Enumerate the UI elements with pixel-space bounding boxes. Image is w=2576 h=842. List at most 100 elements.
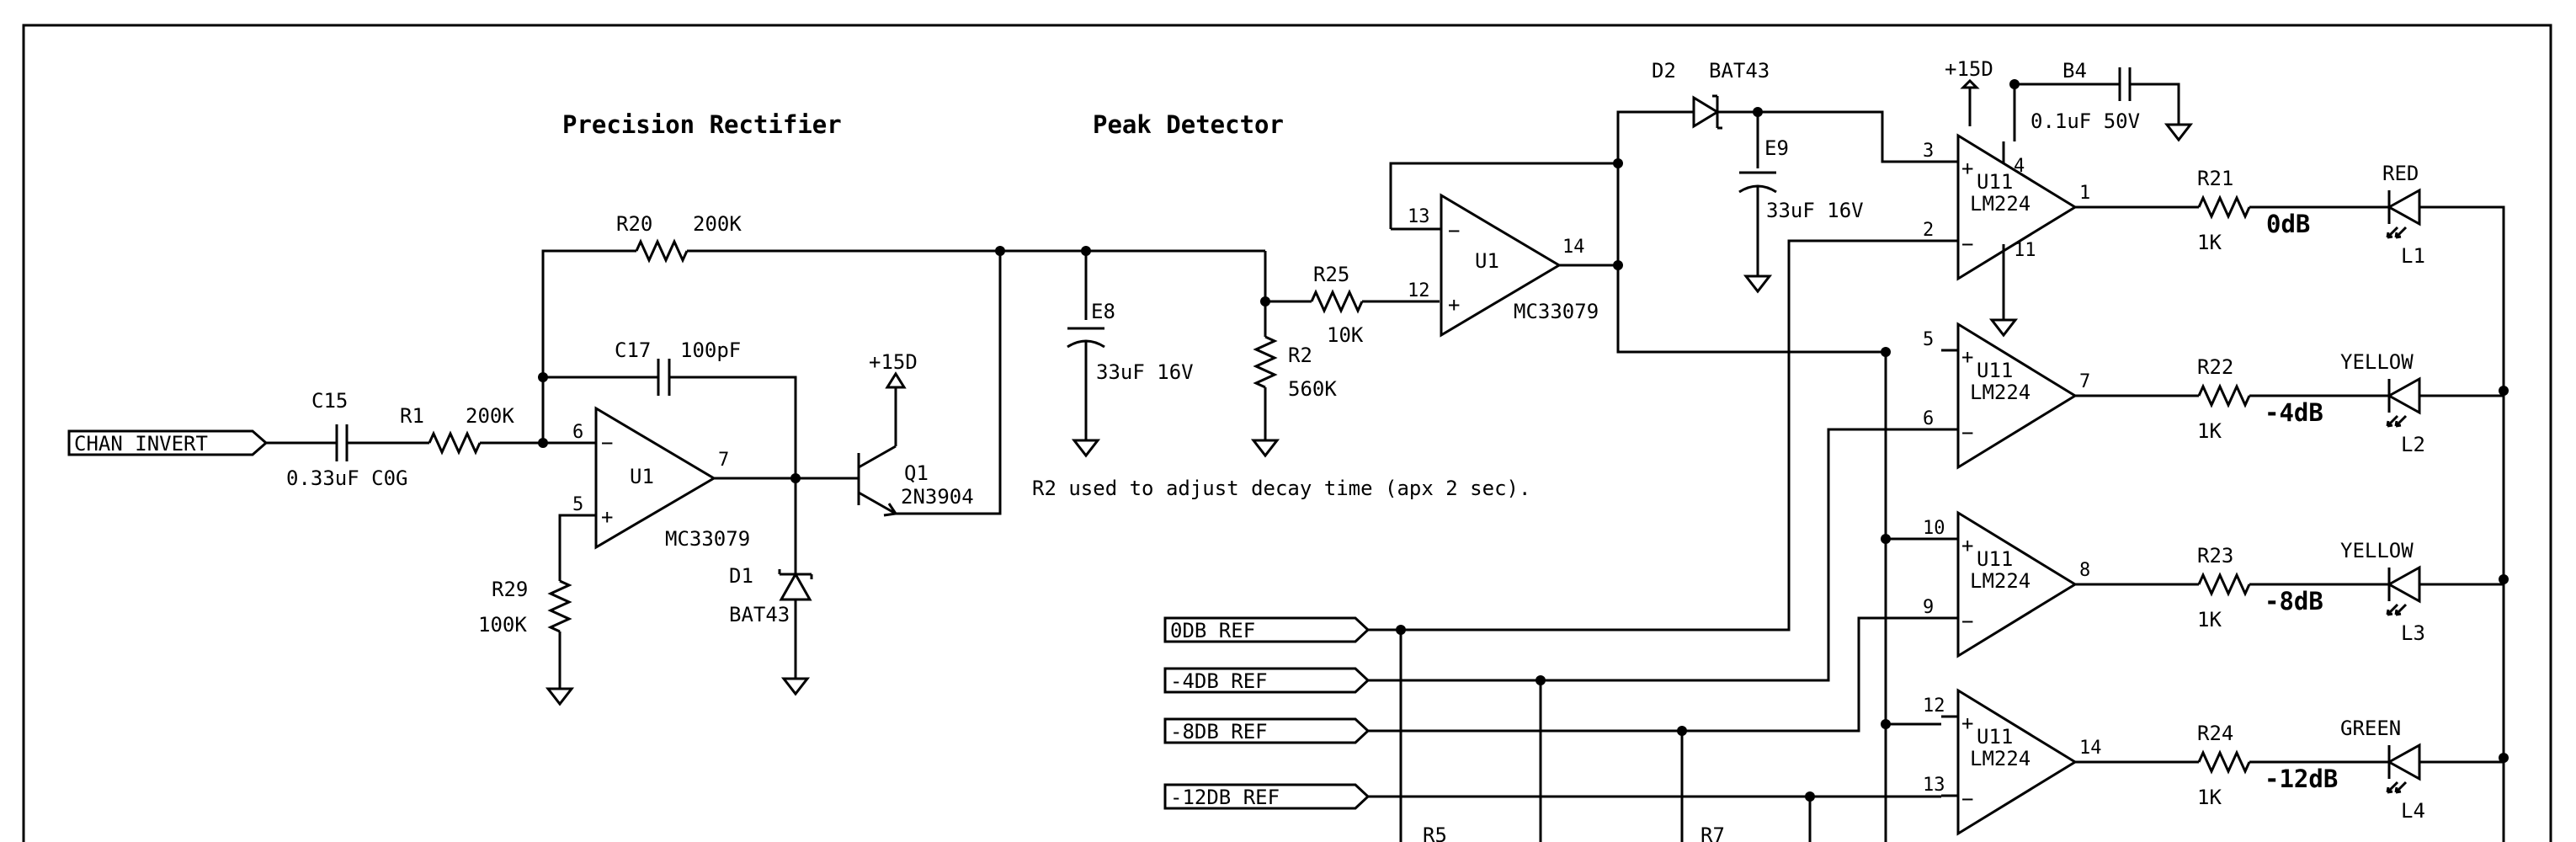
capacitor-e8: E8 33uF 16V (1067, 300, 1194, 384)
resistor-ref: R24 (2197, 722, 2233, 745)
resistor-value: 1K (2197, 419, 2222, 443)
u11-pin-gnd: 11 (2014, 240, 2036, 261)
r1-ref: R1 (400, 404, 424, 428)
u11-pin-wires (1941, 349, 2199, 431)
opamp-u1a: − + 6 5 7 U1 MC33079 (572, 406, 859, 551)
b4-value: 0.1uF 50V (2030, 109, 2140, 133)
u11-ref: U11 (1977, 359, 2013, 382)
u11-pin-inv: 9 (1923, 597, 1934, 618)
u1b-pin-out: 14 (1562, 237, 1585, 258)
comparator-stages: +−U11LM224321411R211K0dBREDL1+−U11LM2245… (1923, 133, 2504, 836)
u11-triangle (1956, 688, 2078, 836)
u11-minus-sign: − (1961, 421, 1973, 445)
resistor-value: 1K (2197, 786, 2222, 809)
u11-value: LM224 (1970, 747, 2030, 770)
transistor-q1: Q1 2N3904 (857, 445, 974, 517)
u11-value: LM224 (1970, 192, 2030, 216)
led-color-label: RED (2382, 162, 2419, 185)
u11-pin-wires (1941, 160, 2199, 242)
u11-power-label: +15D (1945, 57, 1993, 81)
precision-rectifier-title: Precision Rectifier (562, 110, 842, 139)
u11-plus-sign: + (1961, 534, 1973, 557)
q1-power (886, 372, 906, 406)
resistor-r21 (2197, 195, 2251, 220)
d1-value: BAT43 (729, 603, 790, 626)
resistor-value: 1K (2197, 231, 2222, 254)
led-l4 (2386, 743, 2421, 794)
resistor-r29: R29 100K (478, 578, 571, 637)
u11-triangle (1956, 133, 2078, 281)
resistor-r20: R20 200K (616, 212, 742, 262)
ref-12db-port: -12DB REF (1163, 783, 1370, 810)
u11-minus-sign: − (1961, 610, 1973, 633)
u11-ref: U11 (1977, 547, 2013, 571)
r20-ref: R20 (616, 212, 652, 236)
r7-ref: R7 (1700, 823, 1725, 842)
db-level-label: -12dB (2265, 765, 2338, 793)
decay-note: R2 used to adjust decay time (apx 2 sec)… (1032, 477, 1530, 500)
led-color-label: GREEN (2340, 717, 2401, 740)
b4-ref: B4 (2062, 59, 2087, 83)
ref-8db-port: -8DB REF (1163, 717, 1370, 744)
e9-ref: E9 (1764, 136, 1789, 160)
u11-pin-non: 12 (1923, 695, 1945, 717)
r29-ref: R29 (492, 578, 528, 601)
peak-detector-title: Peak Detector (1093, 110, 1284, 139)
r25-ref: R25 (1313, 263, 1349, 286)
led-l1 (2386, 189, 2421, 239)
capacitor-c17: C17 100pF (615, 338, 741, 396)
db-level-label: -8dB (2265, 587, 2323, 616)
u11-value: LM224 (1970, 569, 2030, 593)
resistor-ref: R21 (2197, 167, 2233, 190)
db-level-label: -4dB (2265, 398, 2323, 427)
d2-value: BAT43 (1709, 59, 1770, 83)
led-ref: L3 (2401, 621, 2425, 645)
q1-power-label: +15D (869, 350, 918, 374)
u11-pin-non: 10 (1923, 518, 1945, 539)
u11-pin-wires (1941, 537, 2199, 620)
u1a-pin-inv: 6 (572, 422, 583, 443)
ref-4db-port: -4DB REF (1163, 667, 1370, 694)
d1-ref: D1 (729, 564, 753, 588)
u1b-ref: U1 (1475, 249, 1499, 273)
resistor-r23 (2197, 572, 2251, 597)
chan-invert-label: CHAN INVERT (74, 432, 208, 456)
u11-pin-non: 5 (1923, 329, 1934, 350)
u11-plus-sign: + (1961, 157, 1973, 180)
led-l2 (2386, 377, 2421, 428)
u1a-pin-non: 5 (572, 494, 583, 515)
resistor-value: 1K (2197, 608, 2222, 632)
r20-value: 200K (693, 212, 742, 236)
ground-r29 (546, 672, 573, 706)
led-l3 (2386, 566, 2421, 616)
r25-value: 10K (1327, 323, 1364, 347)
u11-ref: U11 (1977, 170, 2013, 194)
u1a-minus: − (601, 431, 613, 455)
u11-ref: U11 (1977, 725, 2013, 749)
ground-e8 (1072, 424, 1099, 457)
u11-pin-inv: 6 (1923, 408, 1934, 429)
c17-ref: C17 (615, 338, 651, 362)
e8-value: 33uF 16V (1096, 360, 1194, 384)
resistor-r1: R1 200K (400, 404, 514, 454)
ref-0db-port: 0DB REF (1163, 616, 1370, 643)
u1b-pin-non: 12 (1408, 280, 1430, 301)
q1-ref: Q1 (904, 461, 929, 485)
junction-dots (538, 79, 2509, 802)
u1a-plus: + (601, 505, 613, 529)
ref-0db-label: 0DB REF (1170, 619, 1255, 642)
led-ref: L2 (2401, 433, 2425, 456)
ground-u11 (1990, 303, 2017, 337)
resistor-r25: R25 10K (1310, 263, 1364, 347)
u11-plus-sign: + (1961, 711, 1973, 735)
ground-r2 (1252, 424, 1279, 457)
e8-ref: E8 (1091, 300, 1115, 323)
diode-d2: D2 BAT43 (1652, 59, 1770, 130)
c15-value: 0.33uF C0G (286, 466, 408, 490)
d2-ref: D2 (1652, 59, 1676, 83)
c17-value: 100pF (680, 338, 741, 362)
